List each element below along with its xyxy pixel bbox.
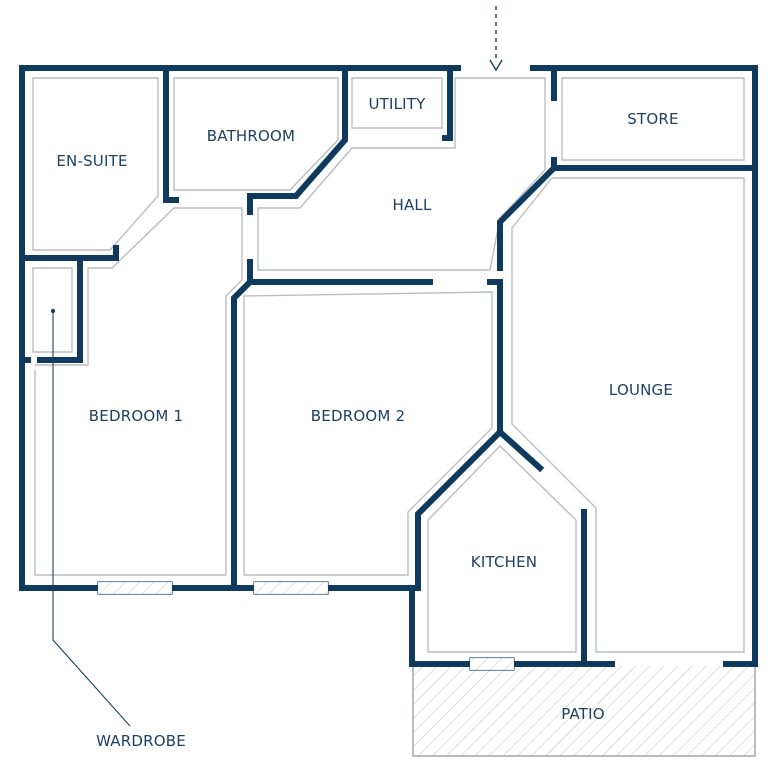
room-label-utility: UTILITY — [368, 95, 426, 113]
room-label-lounge: LOUNGE — [609, 381, 673, 399]
room-label-bathroom: BATHROOM — [207, 127, 295, 145]
walls — [19, 65, 758, 667]
room-label-bedroom2: BEDROOM 2 — [311, 407, 405, 425]
inner-room-outlines — [32, 77, 745, 653]
room-label-store: STORE — [627, 110, 678, 128]
room-label-kitchen: KITCHEN — [471, 553, 537, 571]
room-label-patio: PATIO — [561, 705, 605, 723]
patio-area — [412, 666, 756, 757]
room-label-hall: HALL — [392, 196, 431, 214]
windows — [97, 581, 515, 671]
room-label-en-suite: EN-SUITE — [56, 152, 127, 170]
wardrobe-label: WARDROBE — [96, 732, 186, 750]
entrance-arrow-icon — [489, 6, 503, 72]
wardrobe-leader — [50, 308, 131, 727]
room-label-bedroom1: BEDROOM 1 — [89, 407, 183, 425]
